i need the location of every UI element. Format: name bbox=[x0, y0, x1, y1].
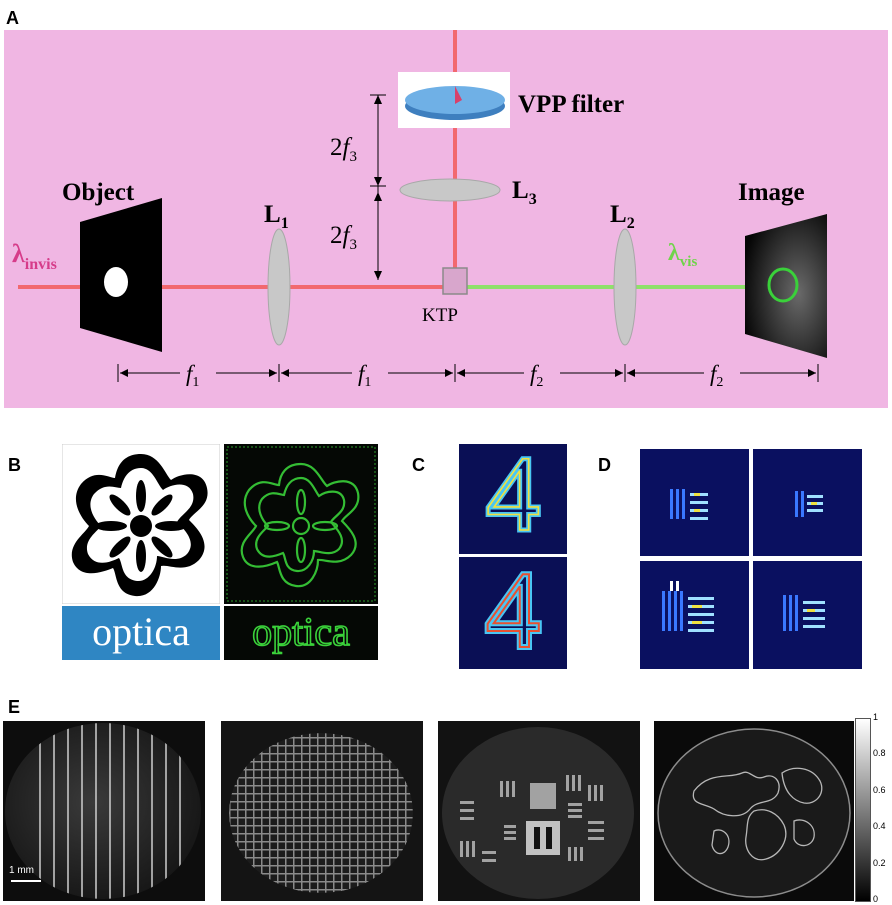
resolution-target-grid bbox=[640, 449, 862, 669]
lens-l1-icon bbox=[267, 228, 291, 346]
lens-l2-icon bbox=[613, 228, 637, 346]
colorbar bbox=[855, 718, 871, 902]
panel-b-letter: B bbox=[8, 455, 21, 475]
dim-2f3-lower: 2f3 bbox=[330, 222, 357, 253]
flower-original bbox=[62, 444, 220, 604]
optica-original-text: optica bbox=[92, 609, 190, 654]
digit-bottom-core: 4 bbox=[485, 557, 542, 669]
colorbar-tick-label: 0.2 bbox=[873, 857, 886, 868]
digit-bottom-tile: 4 4 bbox=[459, 557, 567, 669]
vpp-filter-label: VPP filter bbox=[518, 91, 624, 118]
lambda-vis-label: λvis bbox=[668, 240, 697, 270]
l1-label: L1 bbox=[264, 201, 289, 232]
image-ring bbox=[767, 267, 799, 303]
target-tile-3 bbox=[640, 561, 749, 669]
digit-bottom: 4 bbox=[483, 557, 544, 669]
image-usaf-target bbox=[438, 721, 640, 901]
setup-diagram: VPP filter Object Image KTP λinvis λvis … bbox=[4, 30, 888, 408]
digit-top: 4 bbox=[484, 444, 543, 554]
image-grid bbox=[221, 721, 423, 901]
panel-d-letter: D bbox=[598, 455, 611, 475]
lambda-invis-label: λinvis bbox=[12, 239, 57, 273]
dist-f2-a: f2 bbox=[530, 361, 543, 390]
distance-scale bbox=[117, 364, 819, 382]
image-label: Image bbox=[738, 179, 805, 206]
target-tile-4 bbox=[753, 561, 862, 669]
object-label: Object bbox=[62, 179, 135, 206]
object-aperture bbox=[104, 267, 128, 297]
optica-imaged-box: optica bbox=[224, 606, 378, 660]
l3-label: L3 bbox=[512, 177, 537, 208]
colorbar-tick-label: 0.4 bbox=[873, 821, 886, 832]
colorbar-tick-label: 1 bbox=[873, 712, 879, 722]
panel-a-letter: A bbox=[6, 8, 19, 28]
vpp-notch bbox=[455, 86, 462, 104]
panel-c-letter: C bbox=[412, 455, 425, 475]
l2-label: L2 bbox=[610, 201, 635, 232]
colorbar-tick-label: 0.8 bbox=[873, 748, 886, 759]
digit-top-core: 4 bbox=[485, 444, 541, 554]
optica-imaged-text: optica bbox=[251, 608, 350, 655]
dist-f1-b: f1 bbox=[358, 361, 371, 390]
panel-e-letter: E bbox=[8, 697, 21, 717]
flower-imaged bbox=[224, 444, 378, 604]
dim-2f3-upper: 2f3 bbox=[330, 134, 357, 165]
scale-bar-label: 1 mm bbox=[9, 865, 34, 876]
colorbar-tick-label: 0 bbox=[873, 894, 879, 904]
target-tile-2 bbox=[753, 449, 862, 556]
image-screen bbox=[745, 214, 827, 358]
digit-top-tile: 4 4 bbox=[459, 444, 567, 554]
image-stripes: 1 mm bbox=[3, 721, 205, 901]
optica-original-box: optica bbox=[62, 606, 220, 660]
ktp-label: KTP bbox=[422, 305, 458, 326]
colorbar-tick-label: 0.6 bbox=[873, 784, 886, 795]
lens-l3-icon bbox=[399, 178, 501, 202]
image-world-map bbox=[654, 721, 854, 901]
ktp-crystal-icon bbox=[442, 267, 468, 295]
dist-f2-b: f2 bbox=[710, 361, 723, 390]
dist-f1-a: f1 bbox=[186, 361, 199, 390]
target-tile-1 bbox=[640, 449, 749, 556]
